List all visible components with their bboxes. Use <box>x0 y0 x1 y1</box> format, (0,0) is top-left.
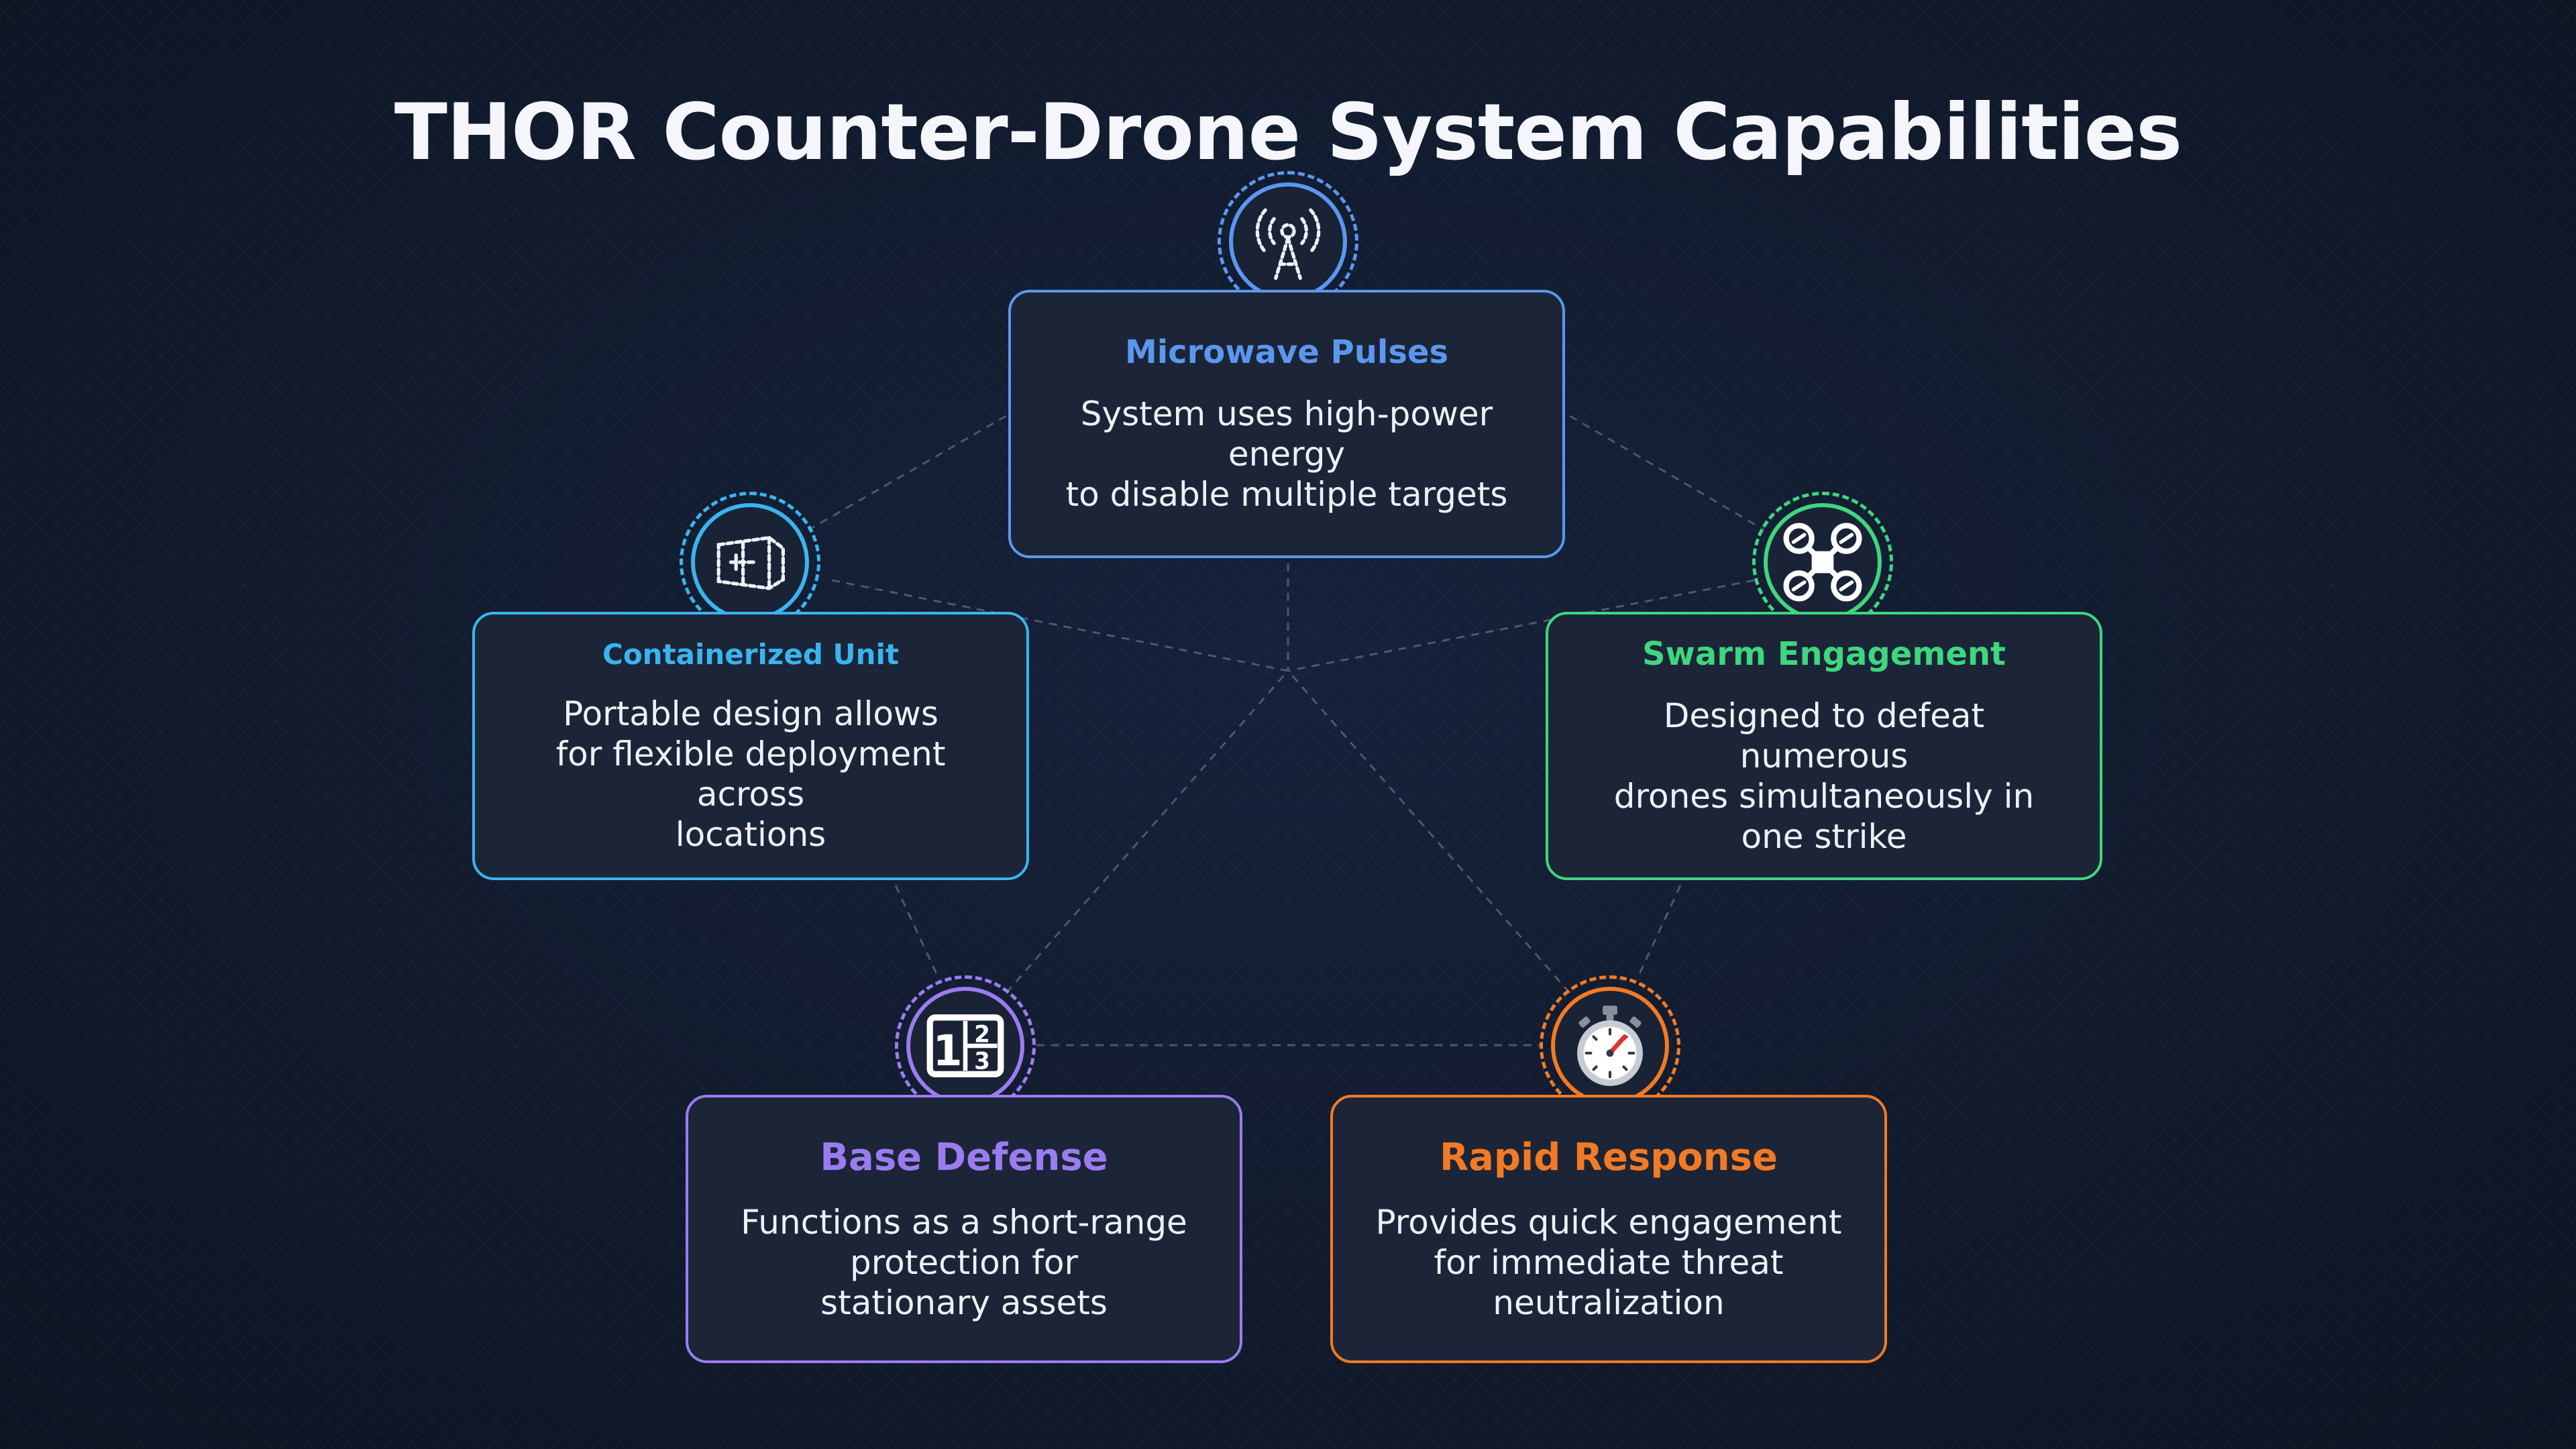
base-desc: Functions as a short-range protection fo… <box>741 1202 1187 1322</box>
microwave-title: Microwave Pulses <box>1124 333 1449 371</box>
swarm-card: Swarm Engagement Designed to defeat nume… <box>1546 612 2102 880</box>
stopwatch-icon <box>1577 1006 1643 1086</box>
svg-text:3: 3 <box>974 1048 990 1075</box>
container-icon <box>716 535 785 590</box>
page-title: THOR Counter-Drone System Capabilities <box>394 87 2182 178</box>
microwave-desc: System uses high-power energy to disable… <box>1065 394 1508 514</box>
swarm-title: Swarm Engagement <box>1642 635 2006 673</box>
drone-icon <box>1783 523 1862 602</box>
link-base-hub <box>1005 670 1289 994</box>
base-icon-ring: 1 2 3 <box>895 975 1036 1116</box>
microwave-card: Microwave Pulses System uses high-power … <box>1008 290 1565 558</box>
svg-text:1: 1 <box>933 1026 963 1075</box>
link-microwave-container <box>808 415 1007 531</box>
link-swarm-rapid <box>1635 885 1682 980</box>
numbers-icon: 1 2 3 <box>926 1014 1004 1077</box>
link-microwave-swarm <box>1569 415 1765 531</box>
container-desc: Portable design allows for flexible depl… <box>555 694 946 854</box>
base-title: Base Defense <box>820 1135 1108 1179</box>
rapid-desc: Provides quick engagement for immediate … <box>1375 1202 1842 1322</box>
link-rapid-hub <box>1287 670 1571 994</box>
swarm-icon-ring <box>1752 492 1893 633</box>
rapid-title: Rapid Response <box>1440 1135 1778 1179</box>
link-container-hub <box>831 579 1289 672</box>
base-card: Base Defense Functions as a short-range … <box>686 1095 1242 1363</box>
link-swarm-hub <box>1287 579 1755 672</box>
svg-text:2: 2 <box>974 1022 990 1049</box>
link-container-base <box>894 885 941 980</box>
rapid-icon-ring <box>1540 975 1680 1116</box>
swarm-desc: Designed to defeat numerous drones simul… <box>1613 696 2035 856</box>
rapid-card: Rapid Response Provides quick engagement… <box>1330 1095 1887 1363</box>
container-card: Containerized Unit Portable design allow… <box>472 612 1029 880</box>
antenna-icon <box>1255 208 1321 280</box>
container-title: Containerized Unit <box>602 637 899 671</box>
